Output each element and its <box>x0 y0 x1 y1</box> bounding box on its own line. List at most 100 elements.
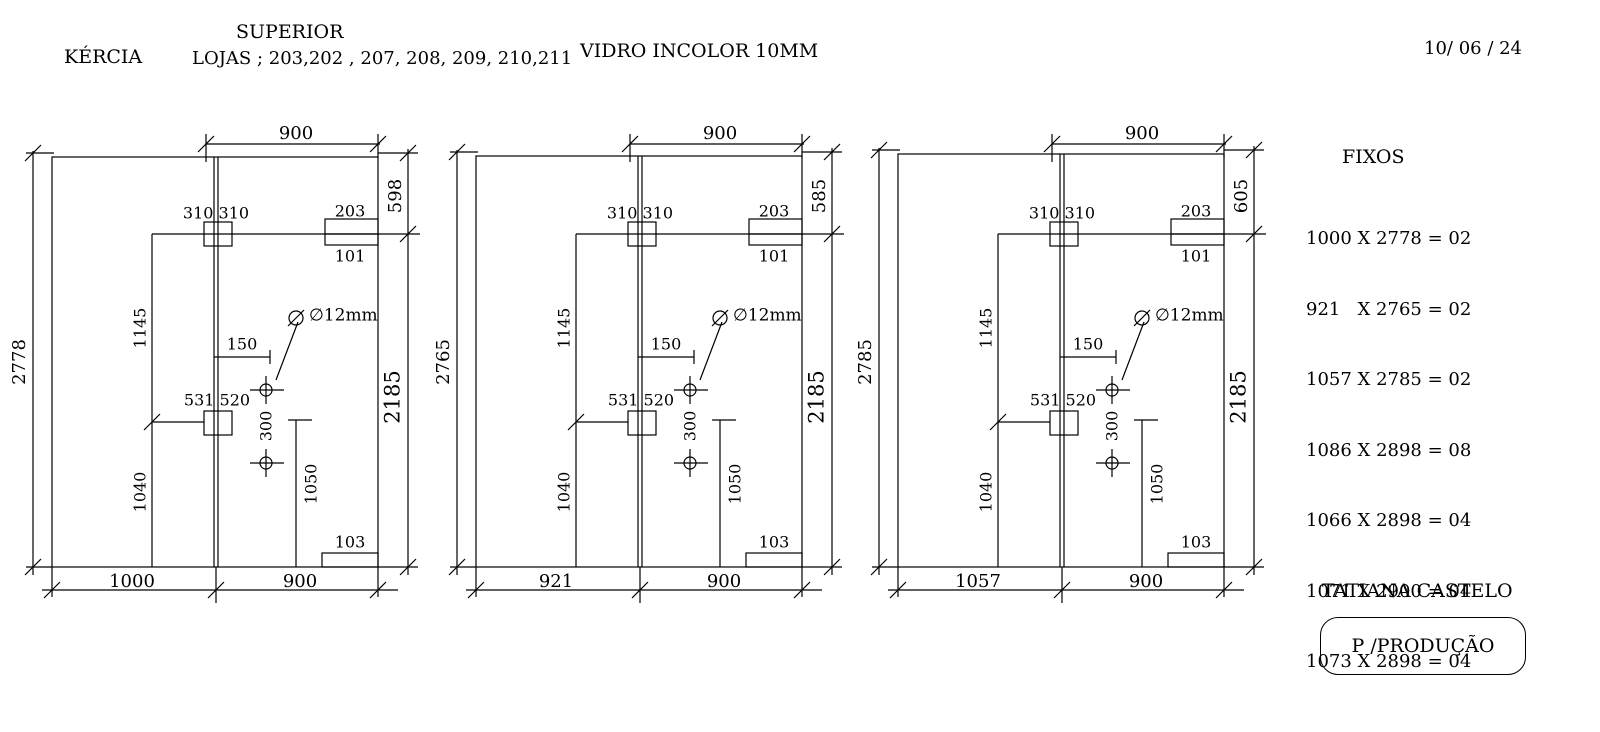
dim-height: 2765 <box>433 339 454 385</box>
dim-300: 300 <box>257 411 276 442</box>
dim-height: 2778 <box>9 339 30 385</box>
top-hinge <box>627 221 657 247</box>
label-103: 103 <box>1181 533 1212 552</box>
dim-300: 300 <box>1103 411 1122 442</box>
dimension-tick <box>1043 135 1061 153</box>
hole-diameter-label: ∅12mm <box>733 306 802 326</box>
dimension-tick <box>1215 581 1233 599</box>
dimension-tick <box>1245 141 1263 159</box>
glass-panel-outline <box>897 153 1225 568</box>
bottom-latch <box>321 552 379 568</box>
hole-diameter-label: ∅12mm <box>1155 306 1224 326</box>
dim-right-top: 605 <box>1231 179 1252 213</box>
dimension-tick <box>399 558 417 576</box>
top-hinge <box>1049 221 1079 247</box>
label-101: 101 <box>1181 247 1212 266</box>
stores-list: LOJAS ; 203,202 , 207, 208, 209, 210,211 <box>192 48 573 69</box>
dim-1040: 1040 <box>555 472 574 513</box>
bottom-latch <box>1167 552 1225 568</box>
hole-diameter-label: ∅12mm <box>309 306 378 326</box>
dim-top-width: 900 <box>279 123 313 144</box>
dim-right-top: 585 <box>809 179 830 213</box>
diameter-symbol <box>712 310 728 326</box>
dim-right-bottom: 2185 <box>1227 370 1251 423</box>
dim-bottom-left: 921 <box>539 571 573 592</box>
dim-bottom-left: 1057 <box>955 571 1001 592</box>
middle-hinge <box>203 410 233 436</box>
dimension-tick <box>448 143 466 161</box>
dim-right-bottom: 2185 <box>805 370 829 423</box>
glass-panel-outline <box>475 155 803 568</box>
dimension-tick <box>207 581 225 599</box>
dimension-tick <box>197 135 215 153</box>
dimension-tick <box>1245 558 1263 576</box>
signer-name: TATIANA CASTELO <box>1322 580 1513 602</box>
leader-line <box>1121 321 1145 381</box>
client-name: KÉRCIA <box>64 46 143 68</box>
dim-bottom-right: 900 <box>707 571 741 592</box>
fixos-item: 1066 X 2898 = 04 <box>1306 510 1472 531</box>
diameter-slash <box>711 309 729 327</box>
dim-top-width: 900 <box>1125 123 1159 144</box>
middle-hinge <box>1049 410 1079 436</box>
diameter-slash <box>1133 309 1151 327</box>
dim-bottom-right: 900 <box>283 571 317 592</box>
fixos-item: 921 X 2765 = 02 <box>1306 298 1472 320</box>
diameter-symbol <box>1134 310 1150 326</box>
fixos-item: 1000 X 2778 = 02 <box>1306 228 1472 249</box>
production-stamp: P /PRODUÇÃO <box>1320 617 1526 675</box>
label-203: 203 <box>335 202 366 221</box>
fixos-list: 1000 X 2778 = 02 921 X 2765 = 02 1057 X … <box>1306 180 1471 697</box>
dim-150: 150 <box>1073 335 1104 354</box>
hinge-mid-label: 531 520 <box>1030 391 1096 410</box>
dimension-tick <box>24 144 42 162</box>
dimension-tick <box>793 135 811 153</box>
lock-box <box>748 218 803 246</box>
top-hinge <box>203 221 233 247</box>
leader-line <box>275 321 299 381</box>
drawing-date: 10/ 06 / 24 <box>1424 38 1523 59</box>
bottom-latch <box>745 552 803 568</box>
dimension-tick <box>43 581 61 599</box>
dim-top-width: 900 <box>703 123 737 144</box>
dim-1040: 1040 <box>977 472 996 513</box>
dimension-tick <box>24 558 42 576</box>
dimension-tick <box>399 225 417 243</box>
dim-1040: 1040 <box>131 472 150 513</box>
fixos-item: 1071 X 2900 = 04 <box>1306 580 1472 602</box>
hinge-mid-label: 531 520 <box>608 391 674 410</box>
dim-bottom-left: 1000 <box>109 571 155 592</box>
dim-150: 150 <box>651 335 682 354</box>
dimension-tick <box>823 225 841 243</box>
dimension-tick <box>823 558 841 576</box>
leader-line <box>699 321 723 381</box>
fixos-item: 1057 X 2785 = 02 <box>1306 369 1472 390</box>
hinge-top-label: 310 310 <box>607 204 673 223</box>
dim-1050: 1050 <box>1148 464 1167 505</box>
middle-hinge <box>627 410 657 436</box>
dimension-tick <box>369 581 387 599</box>
label-103: 103 <box>335 533 366 552</box>
label-101: 101 <box>759 247 790 266</box>
dimension-tick <box>1215 135 1233 153</box>
lock-box <box>1170 218 1225 246</box>
dimension-tick <box>889 581 907 599</box>
label-203: 203 <box>759 202 790 221</box>
dimension-tick <box>631 581 649 599</box>
dimension-tick <box>1245 225 1263 243</box>
stamp-label: P /PRODUÇÃO <box>1351 635 1495 657</box>
label-101: 101 <box>335 247 366 266</box>
dimension-tick <box>467 581 485 599</box>
dim-1145: 1145 <box>131 308 150 349</box>
dim-1050: 1050 <box>302 464 321 505</box>
dimension-tick <box>369 135 387 153</box>
dim-1050: 1050 <box>726 464 745 505</box>
lock-box <box>324 218 379 246</box>
dim-right-top: 598 <box>385 179 406 213</box>
dimension-tick <box>793 581 811 599</box>
label-203: 203 <box>1181 202 1212 221</box>
dim-right-bottom: 2185 <box>381 370 405 423</box>
diameter-slash <box>287 309 305 327</box>
dim-150: 150 <box>227 335 258 354</box>
